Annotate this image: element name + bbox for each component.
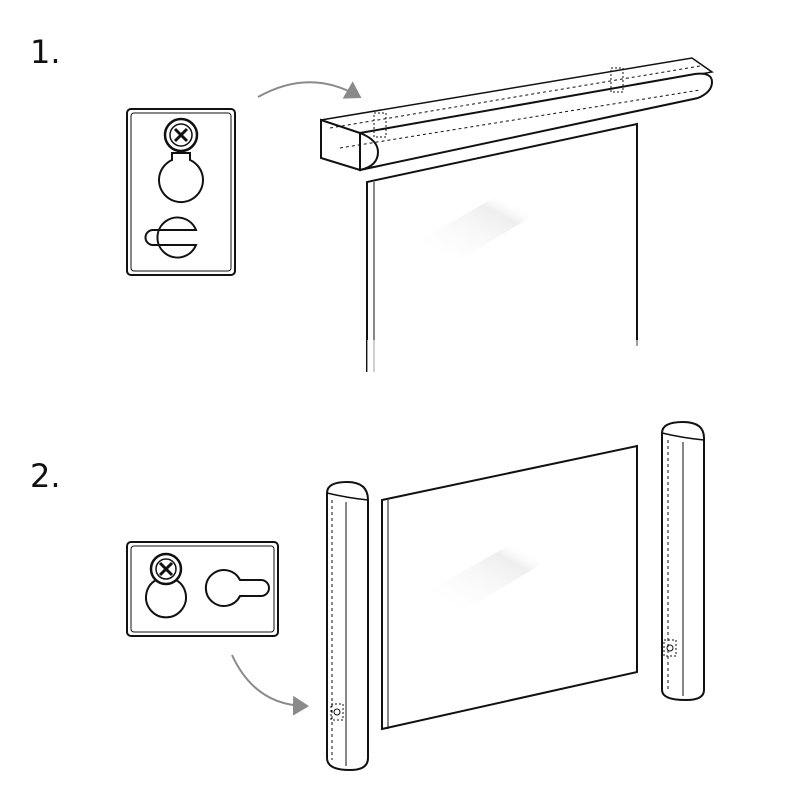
top-rail-step-1 [320,57,714,172]
curved-arrow-icon [231,654,309,716]
glass-panel-step-1 [366,122,639,380]
step-2-label: 2. [30,457,61,495]
keyhole-screw-detail-horizontal-icon [126,541,279,637]
glass-panel-step-2 [381,444,638,731]
screw-head-icon [163,117,199,153]
side-rail-left-step-2 [326,480,369,772]
screw-head-icon [149,552,183,586]
side-rail-right-step-2 [661,420,705,702]
keyhole-screw-detail-vertical-icon [126,108,236,276]
curved-arrow-icon [257,81,362,99]
step-1-label: 1. [30,33,61,71]
